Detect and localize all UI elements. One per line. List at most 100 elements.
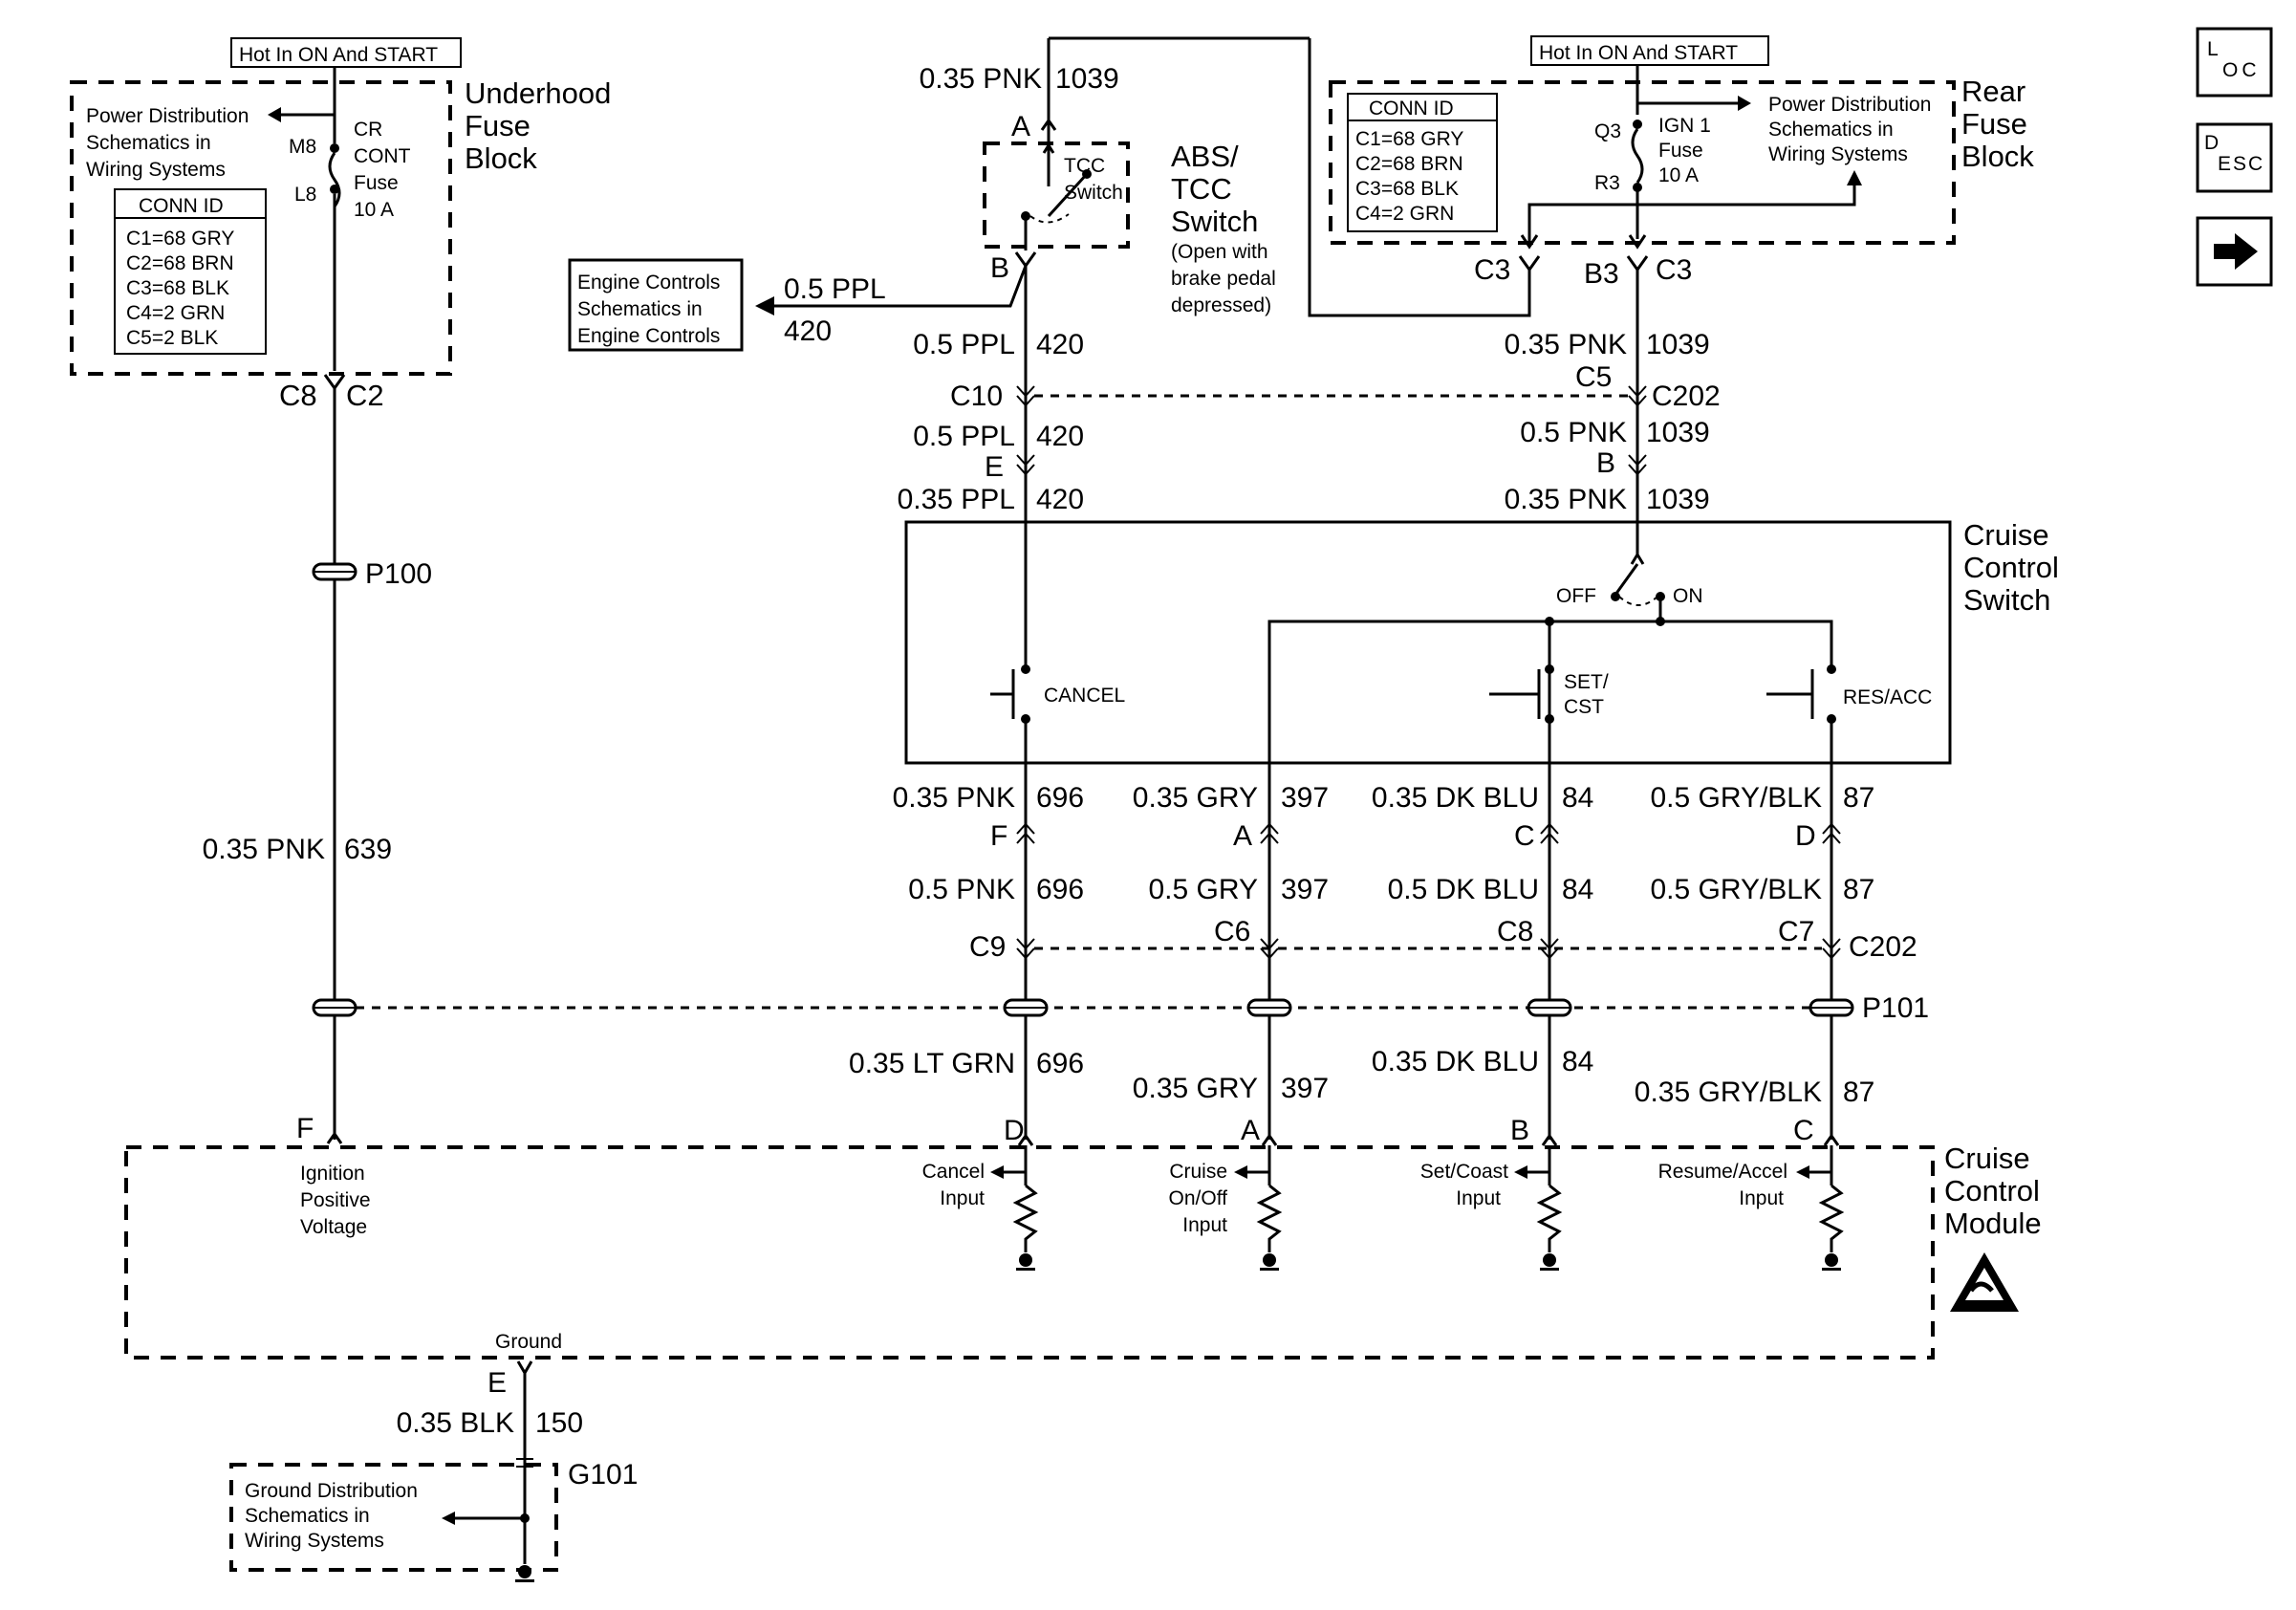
- svg-text:CST: CST: [1564, 696, 1604, 718]
- svg-text:10 A: 10 A: [1658, 164, 1699, 186]
- svg-text:Control: Control: [1944, 1174, 2040, 1208]
- svg-text:420: 420: [1036, 484, 1084, 515]
- svg-text:Input: Input: [940, 1187, 985, 1209]
- svg-text:420: 420: [1036, 329, 1084, 360]
- svg-text:Input: Input: [1739, 1187, 1784, 1209]
- svg-text:0.5 PNK: 0.5 PNK: [1520, 417, 1627, 448]
- svg-text:D: D: [2204, 132, 2219, 154]
- svg-text:C2=68 BRN: C2=68 BRN: [126, 252, 234, 274]
- svg-text:Fuse: Fuse: [465, 109, 531, 142]
- svg-text:CONT: CONT: [354, 145, 411, 167]
- svg-text:C3: C3: [1656, 254, 1692, 286]
- svg-text:0.5 GRY: 0.5 GRY: [1148, 874, 1258, 905]
- svg-text:1039: 1039: [1646, 484, 1710, 515]
- svg-text:Cruise: Cruise: [1944, 1142, 2030, 1175]
- svg-text:C8: C8: [1497, 916, 1533, 947]
- svg-text:ESC: ESC: [2218, 153, 2264, 175]
- svg-text:Ground: Ground: [495, 1331, 562, 1353]
- svg-text:Q3: Q3: [1594, 120, 1621, 142]
- svg-text:397: 397: [1281, 874, 1329, 905]
- svg-text:0.5 PNK: 0.5 PNK: [908, 874, 1015, 905]
- svg-text:696: 696: [1036, 874, 1084, 905]
- svg-text:Input: Input: [1456, 1187, 1501, 1209]
- svg-text:C6: C6: [1214, 916, 1250, 947]
- svg-text:C3: C3: [1474, 254, 1510, 286]
- svg-text:E: E: [487, 1367, 507, 1399]
- svg-text:Resume/Accel: Resume/Accel: [1658, 1161, 1787, 1183]
- svg-text:Rear: Rear: [1961, 75, 2025, 108]
- svg-text:C5: C5: [1575, 361, 1612, 393]
- svg-text:A: A: [1011, 111, 1030, 142]
- svg-text:0.35 GRY/BLK: 0.35 GRY/BLK: [1635, 1077, 1822, 1108]
- svg-text:0.5 PPL: 0.5 PPL: [913, 329, 1015, 360]
- svg-text:C202: C202: [1849, 931, 1917, 963]
- svg-text:Positive: Positive: [300, 1189, 371, 1211]
- svg-text:696: 696: [1036, 1048, 1084, 1079]
- svg-text:0.35 PNK: 0.35 PNK: [203, 834, 325, 865]
- right-arrow-icon: [2214, 233, 2258, 270]
- next-button[interactable]: [2196, 216, 2273, 287]
- svg-text:Power Distribution: Power Distribution: [1768, 94, 1931, 116]
- abs-tcc-switch: 0.35 PNK 1039 A TCC Switch B ABS/ TCC Sw…: [920, 36, 1310, 316]
- svg-text:Schematics in: Schematics in: [245, 1505, 370, 1527]
- svg-text:CANCEL: CANCEL: [1044, 685, 1125, 707]
- splice-p100: P100: [312, 558, 432, 590]
- underhood-fuse-block: Hot In ON And START Power Distribution S…: [70, 37, 611, 412]
- svg-text:0.35 PNK: 0.35 PNK: [893, 782, 1015, 814]
- svg-text:0.35 BLK: 0.35 BLK: [397, 1407, 514, 1439]
- col-set-labels: 0.35 DK BLU 84 C 0.5 DK BLU 84 C8 0.35 D…: [1372, 782, 1593, 1077]
- svg-text:Switch: Switch: [1064, 182, 1123, 204]
- svg-text:Block: Block: [465, 141, 537, 175]
- col-onoff-labels: 0.35 GRY 397 A 0.5 GRY 397 C6 0.35 GRY 3…: [1133, 782, 1329, 1104]
- svg-text:Wiring Systems: Wiring Systems: [1768, 143, 1908, 165]
- svg-text:(Open with: (Open with: [1171, 241, 1268, 263]
- svg-text:SET/: SET/: [1564, 671, 1609, 693]
- svg-text:L: L: [2207, 38, 2219, 60]
- svg-text:Input: Input: [1182, 1214, 1227, 1236]
- svg-text:C10: C10: [950, 381, 1003, 412]
- svg-text:C7: C7: [1778, 916, 1814, 947]
- svg-text:84: 84: [1562, 874, 1593, 905]
- svg-text:B: B: [990, 252, 1009, 284]
- svg-text:OFF: OFF: [1556, 585, 1596, 607]
- ground-g101: E 0.35 BLK 150 G101 Ground Distribution …: [229, 1360, 638, 1582]
- col-cancel-labels: 0.35 PNK 696 F 0.5 PNK 696 C9 0.35 LT GR…: [849, 782, 1084, 1079]
- svg-text:Cruise: Cruise: [1169, 1161, 1227, 1183]
- esd-warning-icon: [1950, 1252, 2019, 1312]
- rear-fuse-block: Hot In ON And START CONN ID C1=68 GRY C2…: [1329, 35, 2034, 290]
- svg-text:0.35 DK BLU: 0.35 DK BLU: [1372, 1046, 1539, 1077]
- svg-text:C8: C8: [279, 379, 317, 412]
- svg-text:1039: 1039: [1646, 417, 1710, 448]
- svg-text:B: B: [1596, 447, 1615, 479]
- svg-text:Schematics in: Schematics in: [577, 298, 703, 320]
- svg-text:Control: Control: [1963, 551, 2059, 584]
- splice-p101: P101: [312, 992, 1929, 1024]
- svg-text:R3: R3: [1594, 172, 1620, 194]
- svg-text:G101: G101: [568, 1459, 638, 1490]
- svg-text:Cruise: Cruise: [1963, 518, 2049, 552]
- svg-text:L8: L8: [294, 184, 316, 206]
- svg-text:E: E: [985, 451, 1004, 483]
- svg-text:1039: 1039: [1055, 63, 1119, 95]
- loc-button[interactable]: L OC: [2196, 27, 2273, 98]
- svg-text:Module: Module: [1944, 1207, 2042, 1240]
- svg-text:P100: P100: [365, 558, 432, 590]
- svg-text:IGN 1: IGN 1: [1658, 115, 1711, 137]
- svg-text:397: 397: [1281, 1073, 1329, 1104]
- svg-text:0.35 PNK: 0.35 PNK: [1505, 484, 1627, 515]
- svg-text:Engine Controls: Engine Controls: [577, 325, 720, 347]
- svg-text:C9: C9: [969, 931, 1006, 963]
- svg-text:RES/ACC: RES/ACC: [1843, 686, 1932, 708]
- svg-text:0.35 PPL: 0.35 PPL: [898, 484, 1015, 515]
- svg-text:Set/Coast: Set/Coast: [1420, 1161, 1508, 1183]
- svg-text:B3: B3: [1584, 258, 1619, 290]
- svg-text:TCC: TCC: [1171, 172, 1232, 206]
- svg-text:84: 84: [1562, 782, 1593, 814]
- desc-button[interactable]: D ESC: [2196, 122, 2273, 193]
- resume-input: Resume/Accel Input: [1658, 1133, 1845, 1271]
- svg-text:0.5 GRY/BLK: 0.5 GRY/BLK: [1650, 782, 1822, 814]
- svg-text:depressed): depressed): [1171, 294, 1271, 316]
- set-input: Set/Coast Input: [1420, 1133, 1563, 1271]
- svg-text:420: 420: [1036, 421, 1084, 452]
